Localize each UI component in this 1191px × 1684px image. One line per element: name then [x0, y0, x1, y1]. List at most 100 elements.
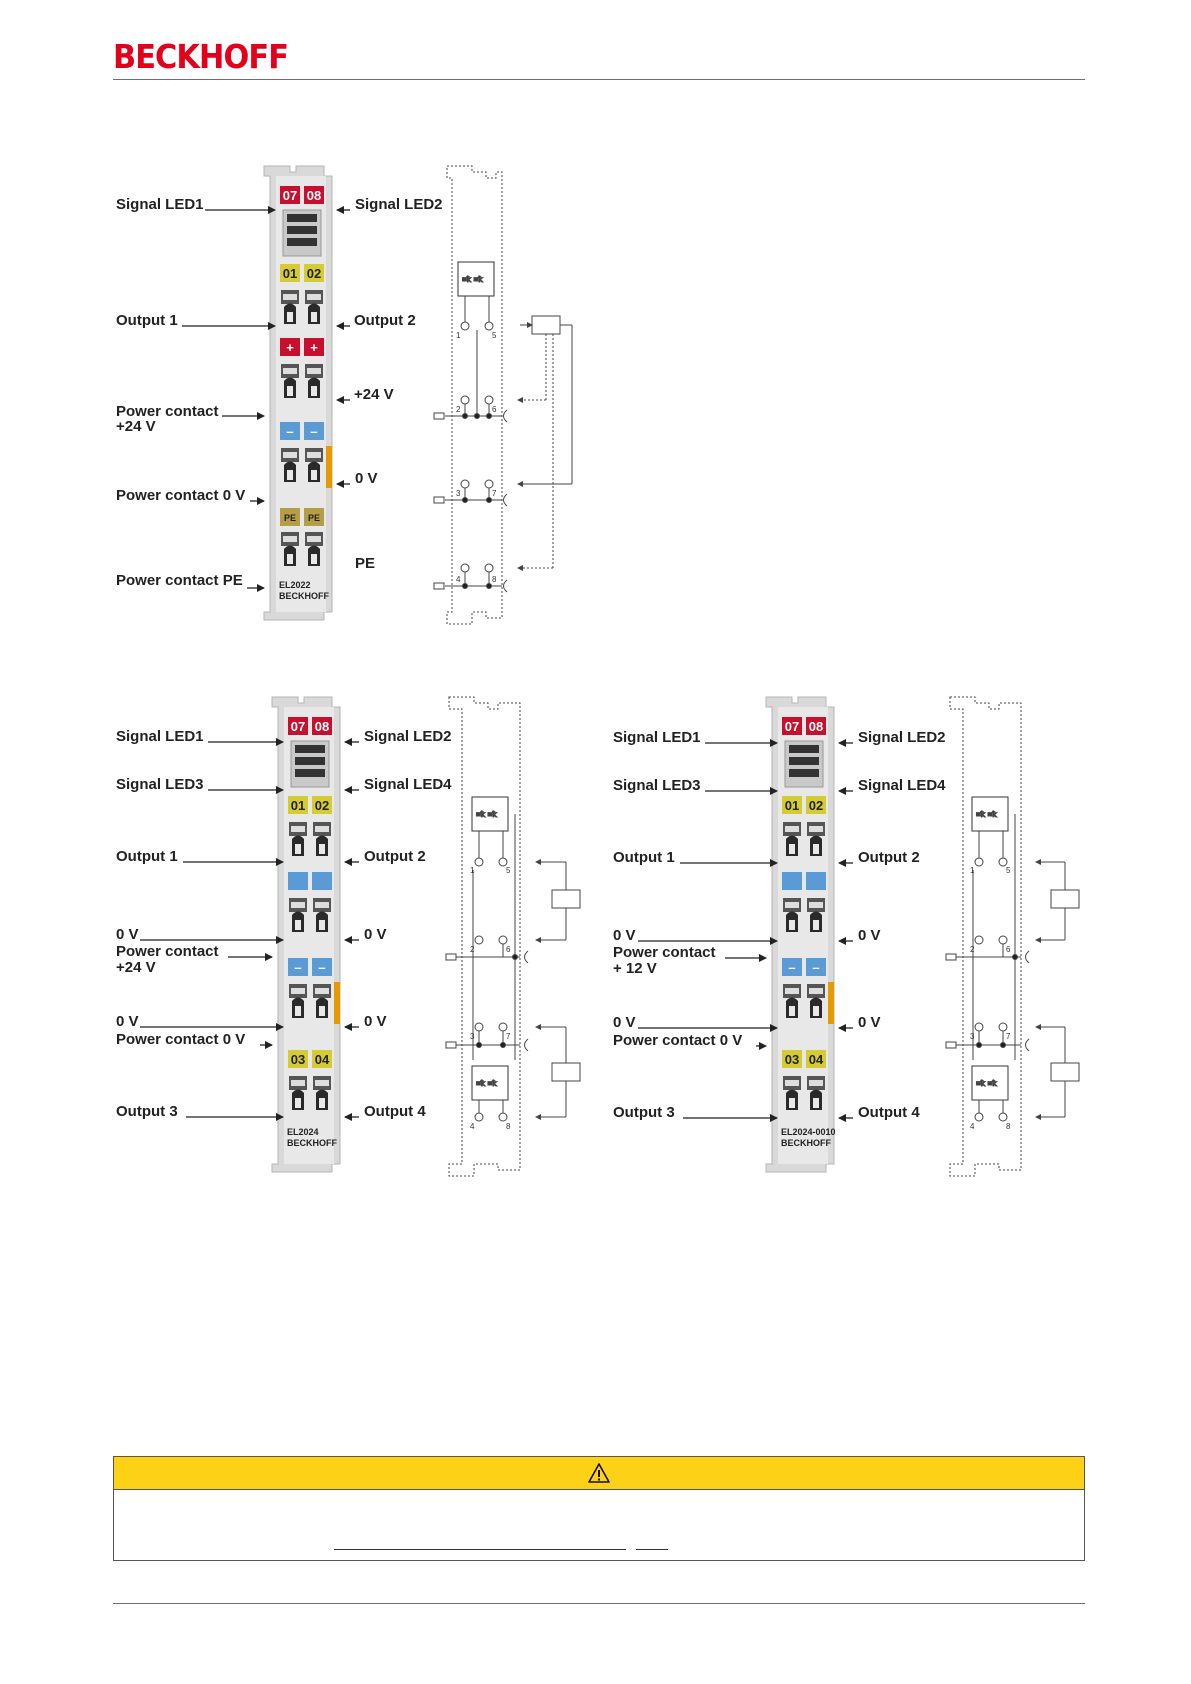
- plus-marker: +: [286, 340, 294, 355]
- label-output1: Output 1: [613, 849, 675, 866]
- module-brand: BECKHOFF: [781, 1138, 831, 1148]
- label-0v-a-right: 0 V: [364, 926, 387, 943]
- label-power-contact-12v-value: + 12 V: [613, 960, 657, 977]
- led-label: 03: [291, 1052, 305, 1067]
- svg-text:2: 2: [970, 945, 975, 954]
- led-label: 08: [809, 719, 823, 734]
- led-label: 08: [315, 719, 329, 734]
- svg-text:7: 7: [1006, 1032, 1011, 1041]
- label-signal-led3: Signal LED3: [613, 777, 701, 794]
- label-0v-a-right: 0 V: [858, 927, 881, 944]
- module-model: EL2024-0010: [781, 1127, 836, 1137]
- label-signal-led1: Signal LED1: [116, 196, 204, 213]
- label-output4: Output 4: [858, 1104, 920, 1121]
- schematic-el2022: [433, 165, 573, 625]
- led-label: 04: [315, 1052, 330, 1067]
- label-power-contact-24v-value: +24 V: [116, 418, 156, 435]
- warning-underline: [334, 1549, 626, 1550]
- schematic-el2024: [445, 696, 581, 1177]
- label-power-contact-0v: Power contact 0 V: [613, 1032, 742, 1049]
- svg-text:7: 7: [506, 1032, 511, 1041]
- svg-text:2: 2: [456, 405, 461, 414]
- warning-header: [114, 1457, 1084, 1490]
- label-signal-led2: Signal LED2: [364, 728, 452, 745]
- label-signal-led4: Signal LED4: [858, 777, 946, 794]
- label-output1: Output 1: [116, 848, 178, 865]
- svg-text:4: 4: [970, 1122, 975, 1131]
- svg-text:8: 8: [506, 1122, 511, 1131]
- svg-text:5: 5: [1006, 866, 1011, 875]
- module-model: EL2024: [287, 1127, 319, 1137]
- diagram-el2024-0010: 07 08 01 02 – – 03 04: [613, 696, 1080, 1177]
- led-label: 01: [785, 798, 799, 813]
- label-output2: Output 2: [858, 849, 920, 866]
- terminal-module-el2024: 07 08 01 02 – – 03 04: [271, 696, 341, 1173]
- label-0v-b: 0 V: [116, 1013, 139, 1030]
- plus-marker: +: [310, 340, 318, 355]
- label-signal-led2: Signal LED2: [858, 729, 946, 746]
- minus-marker: –: [812, 960, 819, 975]
- label-power-contact-24v: Power contact: [116, 403, 219, 420]
- svg-text:8: 8: [1006, 1122, 1011, 1131]
- footer-rule: [113, 1603, 1085, 1604]
- led-label: 04: [809, 1052, 824, 1067]
- led-label: 07: [291, 719, 305, 734]
- label-signal-led1: Signal LED1: [116, 728, 204, 745]
- label-pe: PE: [355, 555, 375, 572]
- label-signal-led4: Signal LED4: [364, 776, 452, 793]
- led-label: 07: [785, 719, 799, 734]
- svg-text:5: 5: [506, 866, 511, 875]
- minus-marker: –: [318, 960, 325, 975]
- label-0v-a: 0 V: [116, 926, 139, 943]
- label-power-contact-24v-value: +24 V: [116, 959, 156, 976]
- svg-text:5: 5: [492, 331, 497, 340]
- label-plus24v: +24 V: [354, 386, 394, 403]
- schematic-pin-numbers: 1 5 2 6 3 7 4 8: [970, 866, 1011, 1131]
- svg-text:1: 1: [970, 866, 975, 875]
- svg-text:7: 7: [492, 489, 497, 498]
- svg-text:8: 8: [492, 575, 497, 584]
- led-label: 02: [315, 798, 329, 813]
- diagram-el2024: 07 08 01 02 – – 03 04: [116, 696, 581, 1177]
- label-output1: Output 1: [116, 312, 178, 329]
- label-0v-a: 0 V: [613, 927, 636, 944]
- label-0v-b: 0 V: [613, 1014, 636, 1031]
- label-power-contact-0v: Power contact 0 V: [116, 1031, 245, 1048]
- module-brand: BECKHOFF: [279, 591, 329, 601]
- label-output3: Output 3: [613, 1104, 675, 1121]
- terminal-module-el2024-0010: 07 08 01 02 – – 03 04: [765, 696, 836, 1173]
- label-0v-b-right: 0 V: [858, 1014, 881, 1031]
- label-0v-b-right: 0 V: [364, 1013, 387, 1030]
- svg-text:6: 6: [492, 405, 497, 414]
- warning-underline: [636, 1549, 668, 1550]
- header-rule: [113, 79, 1085, 80]
- terminal-module-el2022: 07 08 01 02 + + – –: [263, 165, 333, 621]
- led-label: 03: [785, 1052, 799, 1067]
- svg-text:3: 3: [470, 1032, 475, 1041]
- beckhoff-logo: BECKHOFF: [113, 37, 289, 76]
- pe-marker: PE: [284, 513, 296, 523]
- warning-box: [113, 1456, 1085, 1561]
- diagram-el2022: 07 08 01 02 + + – –: [116, 165, 573, 625]
- schematic-pin-numbers: 1 5 2 6 3 7 4 8: [456, 331, 497, 584]
- label-power-contact-24v: Power contact: [116, 943, 219, 960]
- svg-text:4: 4: [470, 1122, 475, 1131]
- label-output2: Output 2: [364, 848, 426, 865]
- label-power-contact-pe: Power contact PE: [116, 572, 243, 589]
- pe-marker: PE: [308, 513, 320, 523]
- svg-text:6: 6: [506, 945, 511, 954]
- module-model: EL2022: [279, 580, 311, 590]
- svg-text:3: 3: [970, 1032, 975, 1041]
- svg-text:3: 3: [456, 489, 461, 498]
- minus-marker: –: [294, 960, 301, 975]
- label-power-contact-12v: Power contact: [613, 944, 716, 961]
- led-label: 02: [809, 798, 823, 813]
- led-label: 01: [291, 798, 305, 813]
- label-signal-led1: Signal LED1: [613, 729, 701, 746]
- minus-marker: –: [286, 424, 293, 439]
- led-label: 02: [307, 266, 321, 281]
- label-signal-led3: Signal LED3: [116, 776, 204, 793]
- minus-marker: –: [788, 960, 795, 975]
- svg-text:1: 1: [470, 866, 475, 875]
